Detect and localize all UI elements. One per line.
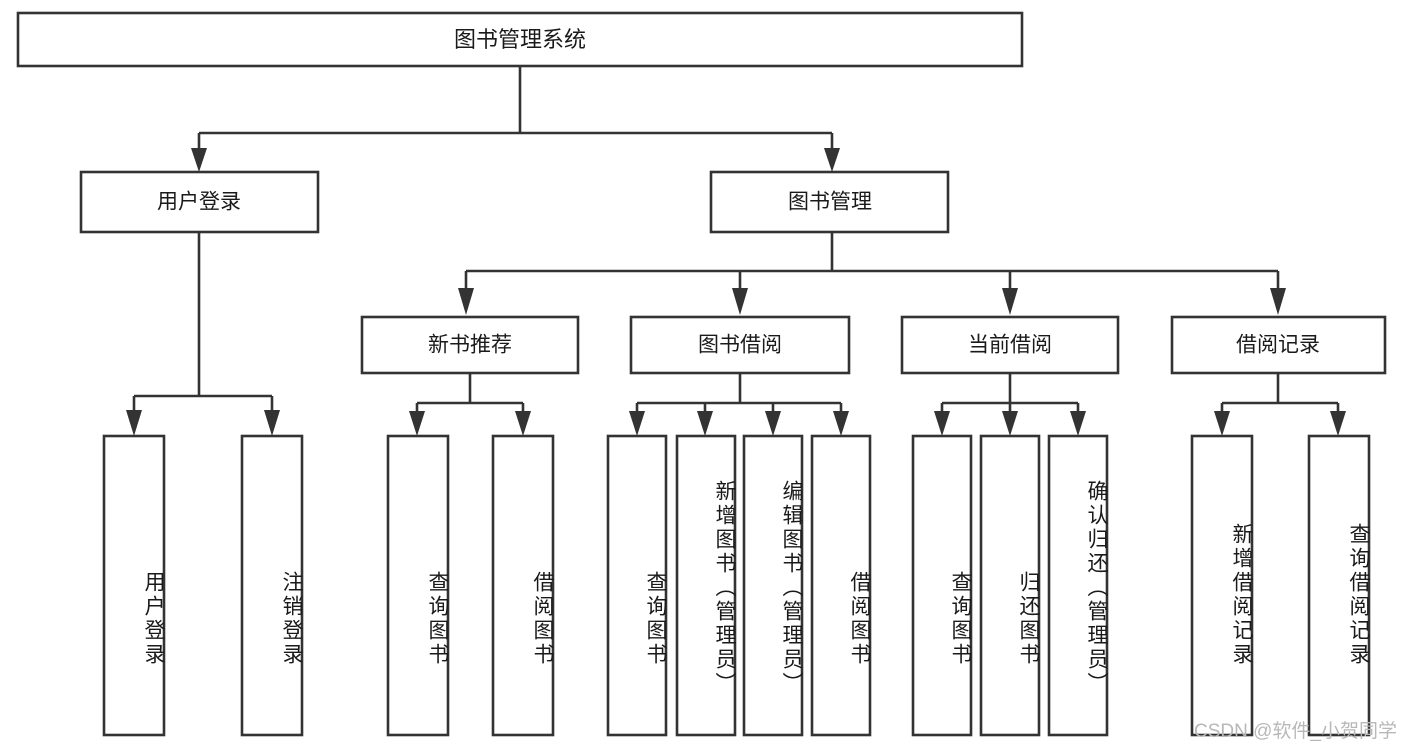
node-book-borrow[interactable]: 图书借阅 (629, 315, 851, 375)
arrow-head-icon (697, 411, 713, 436)
arrow-head-icon (1070, 411, 1086, 436)
node-user-login[interactable]: 用户登录 (79, 170, 320, 234)
arrow-head-icon (458, 288, 474, 315)
node-borrow-records[interactable]: 借阅记录 (1170, 315, 1387, 375)
arrow-head-icon (1330, 411, 1346, 436)
arrow-head-icon (732, 288, 748, 315)
connector-records-to-leaves (1214, 373, 1346, 436)
arrow-head-icon (824, 148, 840, 172)
connector-newbook-to-leaves (409, 373, 531, 436)
connector-userlogin-to-leaves (126, 232, 280, 436)
arrow-head-icon (409, 411, 425, 436)
node-current-borrow[interactable]: 当前借阅 (900, 315, 1120, 375)
leaf-node-newbook-borrow[interactable] (491, 434, 555, 737)
arrow-head-icon (629, 411, 645, 436)
connector-bookmgmt-to-level2 (458, 232, 1286, 315)
node-book-management-label: 图书管理 (788, 191, 872, 214)
arrow-head-icon (191, 148, 207, 172)
watermark: CSDN @软件_小贺同学 (1194, 721, 1397, 742)
leaf-node-current-return[interactable] (979, 434, 1041, 737)
connector-current-to-leaves (934, 373, 1086, 436)
arrow-head-icon (934, 411, 950, 436)
arrow-head-icon (833, 411, 849, 436)
node-new-book-recommend-label: 新书推荐 (428, 334, 512, 357)
node-new-book-recommend[interactable]: 新书推荐 (360, 315, 580, 375)
connector-borrow-to-leaves (629, 373, 849, 436)
arrow-head-icon (1002, 411, 1018, 436)
node-borrow-records-label: 借阅记录 (1236, 334, 1320, 357)
node-root[interactable]: 图书管理系统 (16, 11, 1024, 68)
leaf-node-user-login-login[interactable] (102, 434, 166, 737)
leaf-node-borrow-lend[interactable] (810, 434, 872, 737)
node-book-management[interactable]: 图书管理 (709, 170, 950, 234)
leaf-node-newbook-query[interactable] (386, 434, 450, 737)
node-current-borrow-label: 当前借阅 (968, 334, 1052, 357)
arrow-head-icon (515, 411, 531, 436)
leaf-node-borrow-edit[interactable] (742, 434, 804, 737)
leaf-node-current-query[interactable] (911, 434, 973, 737)
leaf-node-user-login-logout[interactable] (240, 434, 304, 737)
arrow-head-icon (1270, 288, 1286, 315)
arrow-head-icon (126, 410, 142, 436)
arrow-head-icon (1214, 411, 1230, 436)
node-book-borrow-label: 图书借阅 (698, 334, 782, 357)
leaf-node-borrow-add[interactable] (675, 434, 737, 737)
node-user-login-label: 用户登录 (157, 191, 241, 214)
leaf-node-borrow-query[interactable] (606, 434, 668, 737)
leaf-node-records-add[interactable] (1190, 434, 1254, 737)
leaf-node-current-confirm[interactable] (1047, 434, 1109, 737)
node-root-label: 图书管理系统 (454, 27, 586, 52)
arrow-head-icon (765, 411, 781, 436)
arrow-head-icon (264, 410, 280, 436)
leaf-node-records-query[interactable] (1307, 434, 1371, 737)
arrow-head-icon (1002, 288, 1018, 315)
connector-root-to-level1 (191, 66, 840, 172)
